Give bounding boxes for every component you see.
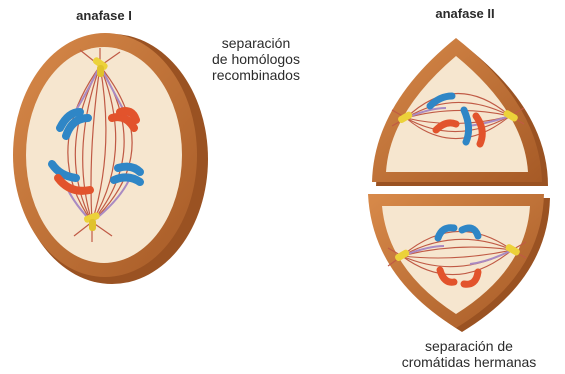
chromosome-blue-4 xyxy=(114,177,140,182)
cell-2-bottom-cytoplasm xyxy=(382,206,530,314)
anaphase-1-cell xyxy=(13,33,208,284)
anaphase-2-bottom-cell xyxy=(368,194,550,332)
anaphase-2-top-cell xyxy=(372,38,548,186)
